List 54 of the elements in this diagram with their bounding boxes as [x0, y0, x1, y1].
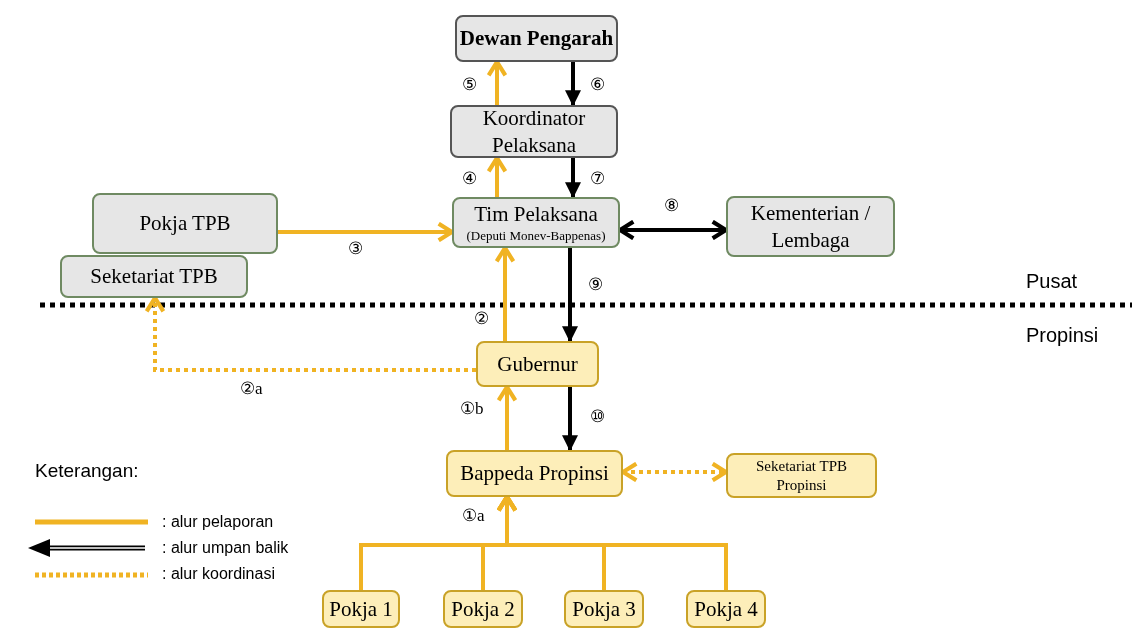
- arrow: [562, 387, 578, 452]
- process-box: [450, 105, 618, 158]
- edge-label: ②a: [240, 380, 263, 397]
- edge-label: ③: [348, 240, 363, 257]
- legend-title: Keterangan:: [35, 459, 139, 483]
- edge-label: ④: [462, 170, 477, 187]
- arrow: [486, 59, 508, 105]
- box-label: Pokja 4: [694, 595, 758, 623]
- process-box: [60, 255, 248, 298]
- arrow: [562, 248, 578, 343]
- edge-label: ⑩: [590, 408, 605, 425]
- box-label: Pokja 2: [451, 595, 515, 623]
- edge-label: ②: [474, 310, 489, 327]
- edge-label: ⑤: [462, 76, 477, 93]
- process-box: [726, 196, 895, 257]
- box-label: Gubernur: [497, 350, 578, 378]
- region-label: Propinsi: [1026, 323, 1099, 348]
- arrow: [496, 384, 518, 450]
- edge-label: ⑥: [590, 76, 605, 93]
- region-label: Pusat: [1026, 269, 1078, 294]
- dashed-arrow: [144, 295, 476, 372]
- arrow: [486, 155, 508, 197]
- box-label: Tim Pelaksana: [474, 201, 598, 228]
- arrow: [565, 158, 581, 199]
- process-box: [455, 15, 618, 62]
- process-box: [443, 590, 523, 628]
- legend-label: : alur umpan balik: [162, 540, 289, 556]
- process-box: [564, 590, 644, 628]
- box-label: Dewan Pengarah: [459, 25, 614, 52]
- process-box: [476, 341, 599, 387]
- edge-label: ①b: [460, 400, 484, 417]
- box-label: Pokja 3: [572, 595, 636, 623]
- legend-label: : alur koordinasi: [162, 566, 275, 582]
- legend-label: : alur pelaporan: [162, 514, 274, 530]
- box-label: Seketariat TPB: [90, 263, 218, 290]
- edge-label: ①a: [462, 507, 485, 524]
- process-box: [686, 590, 766, 628]
- box-label: Pokja 1: [329, 595, 393, 623]
- arrow: [494, 245, 516, 341]
- process-box: [322, 590, 400, 628]
- box-label: Bappeda Propinsi: [460, 460, 609, 487]
- process-box: [92, 193, 278, 254]
- box-sublabel: (Deputi Monev-Bappenas): [466, 227, 606, 244]
- edge-label: ⑨: [588, 276, 603, 293]
- box-label: Koordinator Pelaksana: [481, 105, 587, 158]
- process-box: [446, 450, 623, 497]
- box-label: Kementerian / Lembaga: [749, 200, 872, 253]
- arrow: [565, 62, 581, 107]
- box-label: Seketariat TPB Propinsi: [755, 456, 848, 495]
- edge-label: ⑧: [664, 197, 679, 214]
- process-box: [726, 453, 877, 498]
- box-label: Pokja TPB: [139, 210, 231, 237]
- process-box: [452, 197, 620, 248]
- edge-label: ⑦: [590, 170, 605, 187]
